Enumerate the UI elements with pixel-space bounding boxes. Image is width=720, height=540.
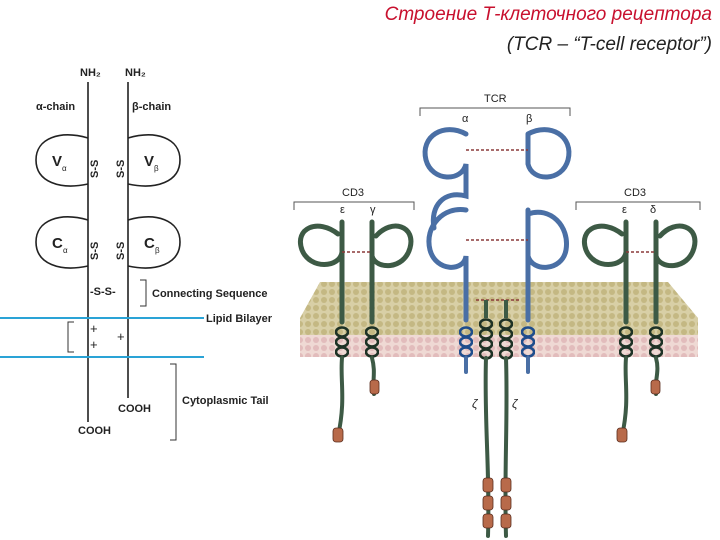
tcr-label: TCR xyxy=(484,93,507,105)
cd3-right-delta: δ xyxy=(650,204,656,216)
tcr-cd3-complex-illustration: TCR α β CD3 ε γ CD3 ε δ xyxy=(293,93,701,538)
nh2-alpha-label: NH₂ xyxy=(80,67,101,79)
v-beta-label: V xyxy=(144,153,154,170)
tm-charge-2: + xyxy=(90,337,98,352)
c-alpha-ss-bond: S-S xyxy=(89,242,101,260)
cd3-right-label: CD3 xyxy=(624,187,646,199)
alpha-chain-label: α-chain xyxy=(36,101,75,113)
tcr-alpha-chain xyxy=(422,127,469,323)
zeta-label-1: ζ xyxy=(472,397,479,411)
v-beta-domain xyxy=(127,134,181,187)
itam-segments xyxy=(332,379,661,529)
v-alpha-domain xyxy=(35,134,89,187)
bilayer-outer-leaflet xyxy=(300,318,698,335)
v-alpha-label: V xyxy=(52,153,62,170)
c-beta-subscript: β xyxy=(155,246,160,255)
nh2-beta-label: NH₂ xyxy=(125,67,146,79)
v-beta-subscript: β xyxy=(154,164,159,173)
tm-charge-1: + xyxy=(90,321,98,336)
c-alpha-label: C xyxy=(52,235,63,252)
c-beta-label: C xyxy=(144,235,155,252)
interchain-ss-bond: -S-S- xyxy=(90,286,116,298)
tm-bracket xyxy=(67,321,74,353)
cd3-epsilon-delta-dimer xyxy=(581,219,698,325)
c-alpha-domain xyxy=(35,216,89,269)
bilayer-inner-leaflet xyxy=(300,335,698,357)
tcr-beta-chain xyxy=(525,127,572,323)
cytoplasmic-bracket xyxy=(170,363,177,441)
connecting-sequence-label: Connecting Sequence xyxy=(152,288,268,300)
cd3-left-label: CD3 xyxy=(342,187,364,199)
cytoplasmic-tail-label: Cytoplasmic Tail xyxy=(182,395,269,407)
beta-chain-label: β-chain xyxy=(132,101,171,113)
cd3-epsilon-gamma-dimer xyxy=(297,219,414,325)
tcr-alpha-label: α xyxy=(462,113,469,125)
connecting-bracket xyxy=(140,279,147,307)
cooh-alpha-label: COOH xyxy=(78,425,111,437)
schematic-tcr: NH₂ NH₂ α-chain β-chain V α V β S-S S-S … xyxy=(0,67,273,441)
lipid-bilayer-label: Lipid Bilayer xyxy=(206,313,273,325)
tcr-bracket xyxy=(419,107,571,116)
v-alpha-ss-bond: S-S xyxy=(89,160,101,178)
cytoplasmic-tails xyxy=(336,356,660,538)
c-alpha-subscript: α xyxy=(63,246,68,255)
v-beta-ss-bond: S-S xyxy=(115,160,127,178)
cooh-beta-label: COOH xyxy=(118,403,151,415)
cd3-left-gamma: γ xyxy=(370,204,376,216)
zeta-extracellular-stubs xyxy=(484,300,508,318)
tcr-beta-label: β xyxy=(526,113,532,125)
v-alpha-subscript: α xyxy=(62,164,67,173)
slide-title: Строение Т-клеточного рецептора xyxy=(384,4,712,25)
c-beta-domain xyxy=(127,216,181,269)
c-beta-ss-bond: S-S xyxy=(115,242,127,260)
cd3-left-bracket xyxy=(293,201,415,210)
cd3-left-epsilon: ε xyxy=(340,204,345,216)
tm-charge-3: + xyxy=(117,329,125,344)
cd3-right-epsilon: ε xyxy=(622,204,627,216)
zeta-label-2: ζ xyxy=(512,397,519,411)
slide-subtitle: (TCR – “T-cell receptor”) xyxy=(506,34,712,55)
cd3-right-bracket xyxy=(575,201,701,210)
